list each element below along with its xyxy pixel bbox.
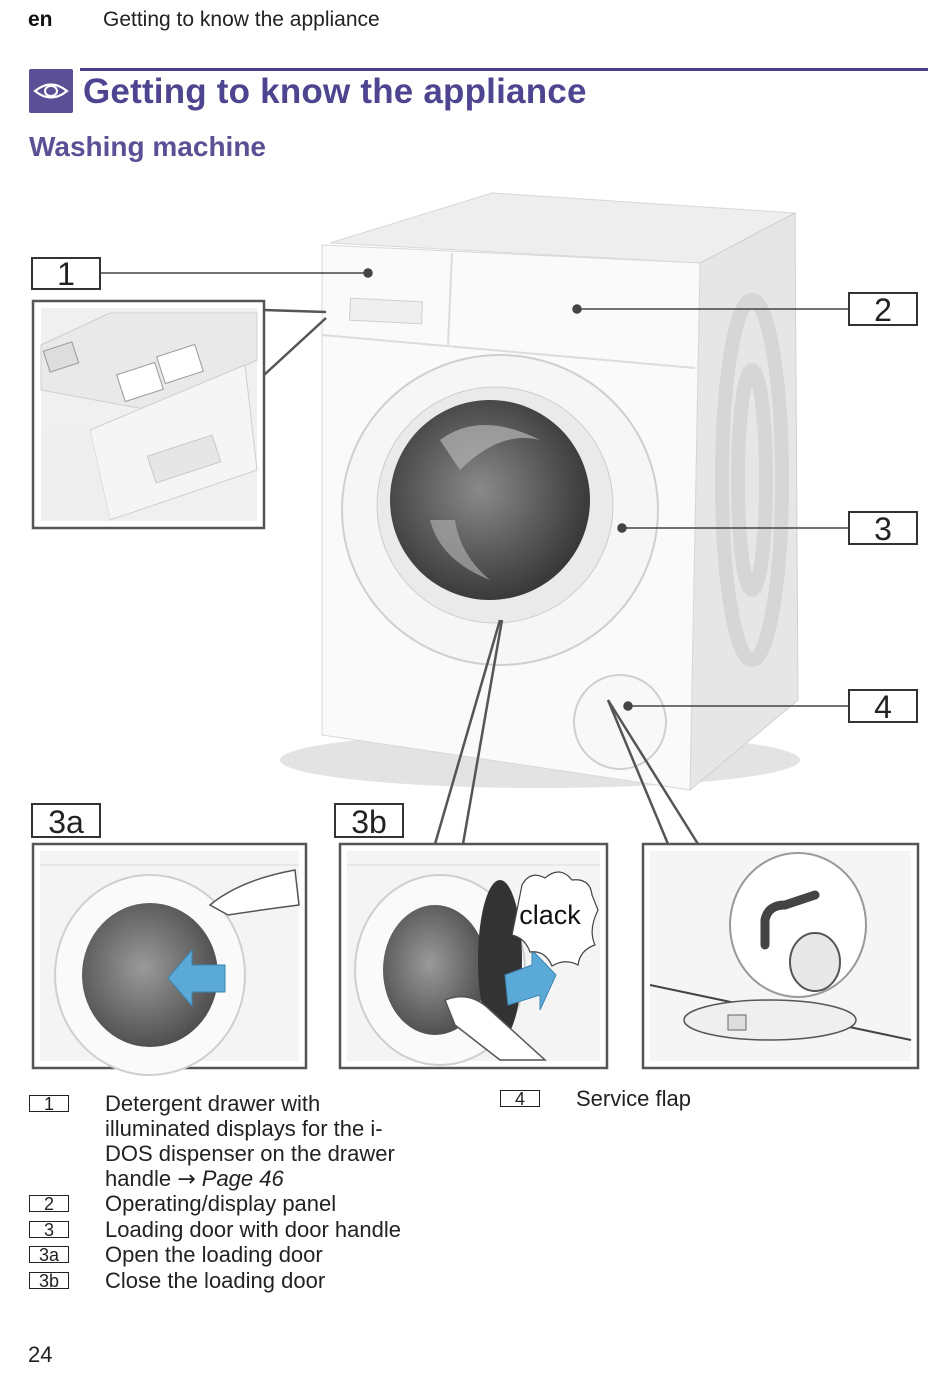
callout-3: 3 <box>874 511 892 547</box>
header-language: en <box>28 8 53 31</box>
service-flap <box>573 674 667 770</box>
legend-key-2: 2 <box>29 1195 69 1213</box>
header-title: Getting to know the appliance <box>103 8 380 31</box>
open-door-inset <box>31 842 308 1076</box>
section-rule <box>80 68 928 71</box>
callout-2: 2 <box>874 292 892 328</box>
legend-key-3: 3 <box>29 1221 69 1239</box>
subsection-title: Washing machine <box>29 131 267 162</box>
callout-4: 4 <box>874 689 892 725</box>
legend-text-3: Loading door with door handle <box>105 1217 402 1242</box>
service-flap-inset <box>641 842 920 1070</box>
close-door-inset: clack <box>338 842 609 1070</box>
legend-key-4: 4 <box>500 1090 540 1108</box>
arrow-right-icon: → <box>177 1167 196 1192</box>
clack-text: clack <box>519 900 581 930</box>
page-number: 24 <box>28 1342 53 1367</box>
legend-text-4: Service flap <box>576 1086 691 1111</box>
callout-3a: 3a <box>48 804 84 840</box>
legend-text-3b: Close the loading door <box>105 1268 326 1293</box>
page-reference-link[interactable]: Page 46 <box>201 1166 284 1191</box>
callout-1: 1 <box>57 256 75 292</box>
eye-icon <box>29 69 73 113</box>
legend-key-3a: 3a <box>29 1246 69 1264</box>
legend-text-3a: Open the loading door <box>105 1242 323 1267</box>
detergent-drawer-inset <box>31 299 266 530</box>
legend-text-2: Operating/display panel <box>105 1191 337 1216</box>
legend-key-1: 1 <box>29 1095 69 1113</box>
legend-text-1: Detergent drawer with illuminated displa… <box>105 1091 395 1192</box>
section-title: Getting to know the appliance <box>83 72 587 111</box>
legend-key-3b: 3b <box>29 1272 69 1290</box>
callout-3b: 3b <box>351 804 387 840</box>
